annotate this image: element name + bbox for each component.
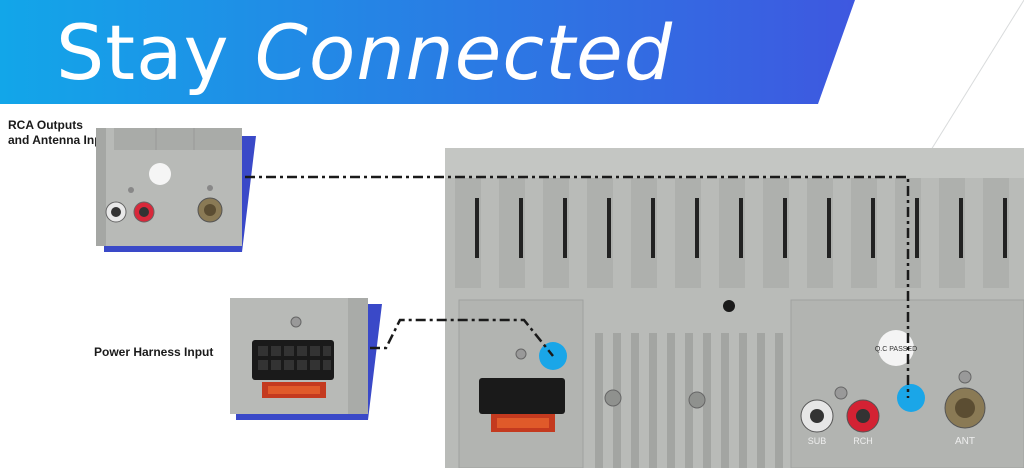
- rca-inset: [96, 128, 256, 252]
- rca-outputs-label: RCA Outputs and Antenna Input: [8, 118, 113, 148]
- qc-sticker-text: Q.C PASSED: [875, 346, 917, 353]
- banner-title-word1: Stay: [56, 8, 230, 97]
- sub-jack-label: SUB: [808, 436, 827, 446]
- power-inset: [230, 298, 382, 420]
- banner: Stay Connected: [0, 0, 1024, 104]
- rca-label-line1: RCA Outputs: [8, 118, 83, 132]
- rch-jack-label: RCH: [853, 436, 873, 446]
- banner-title-word2: Connected: [254, 8, 674, 97]
- head-unit-rear: Q.C PASSED SUB RCH ANT: [445, 148, 1024, 468]
- banner-background: [0, 0, 855, 104]
- rca-connector-marker: [897, 384, 925, 412]
- power-harness-label: Power Harness Input: [94, 345, 214, 359]
- rca-label-line2: and Antenna Input: [8, 133, 113, 147]
- banner-title: Stay Connected: [56, 8, 673, 97]
- ant-jack-label: ANT: [955, 436, 975, 447]
- qc-sticker-icon: [149, 163, 171, 185]
